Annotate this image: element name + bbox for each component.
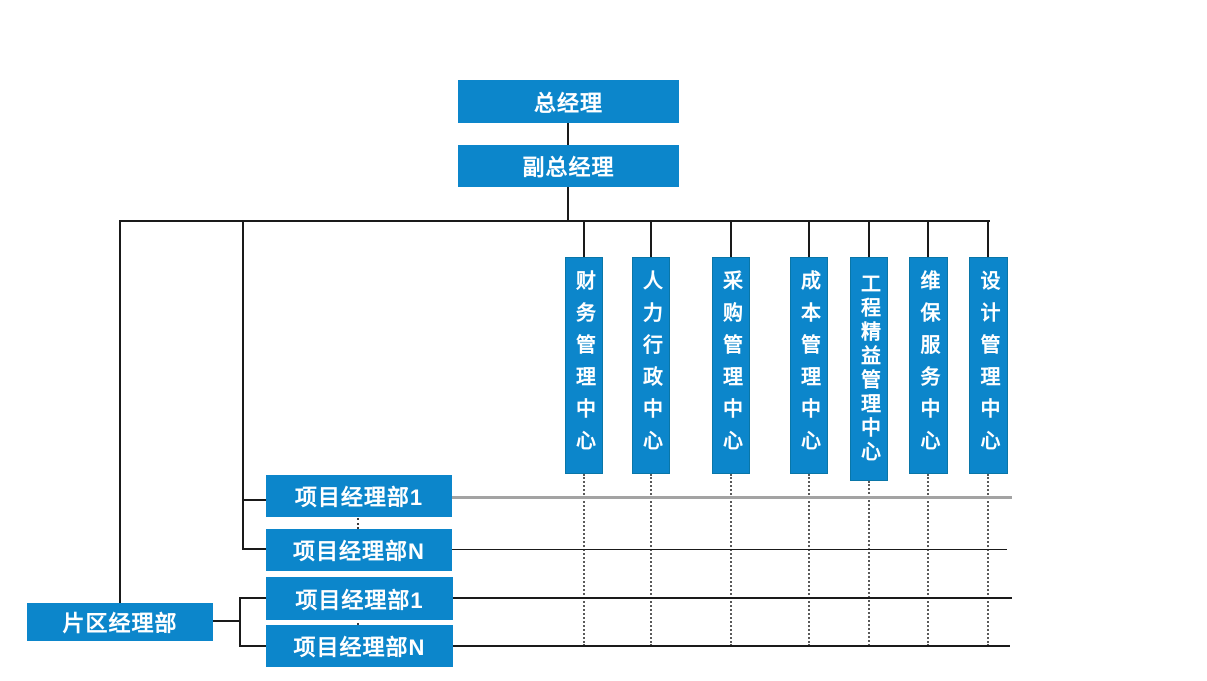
dotted-line-finance — [583, 474, 585, 646]
dotted-line-cost — [808, 474, 810, 646]
stub-center-hr — [650, 222, 652, 257]
stub-center-design — [987, 222, 989, 257]
matrix-line-lower-project-n — [453, 645, 1010, 647]
connector-dgm-to-rail — [567, 187, 569, 220]
stub-lower-project-1 — [239, 597, 266, 599]
connector-gm-to-dgm — [567, 123, 569, 145]
stub-center-procurement — [730, 222, 732, 257]
district-branch-line — [213, 620, 240, 622]
stub-center-lean — [868, 222, 870, 257]
stub-center-maintenance — [927, 222, 929, 257]
node-center-maintenance-service[interactable]: 维保服务中心 — [909, 257, 948, 474]
dotted-line-lean — [868, 481, 870, 646]
stub-center-finance — [583, 222, 585, 257]
node-district-manager-dept[interactable]: 片区经理部 — [27, 603, 213, 641]
stub-center-cost — [808, 222, 810, 257]
node-deputy-general-manager[interactable]: 副总经理 — [458, 145, 679, 187]
drop-line-upper-projects — [242, 220, 244, 550]
node-center-design[interactable]: 设计管理中心 — [969, 257, 1008, 474]
stub-upper-project-n — [242, 548, 266, 550]
node-center-cost[interactable]: 成本管理中心 — [790, 257, 828, 474]
node-lower-project-dept-1[interactable]: 项目经理部1 — [266, 577, 453, 620]
matrix-line-upper-project-n — [452, 549, 1007, 550]
matrix-line-lower-project-1 — [453, 597, 1012, 599]
ellipsis-lower-projects — [357, 618, 359, 625]
node-general-manager[interactable]: 总经理 — [458, 80, 679, 123]
node-upper-project-dept-1[interactable]: 项目经理部1 — [266, 475, 452, 517]
drop-line-lower-projects — [239, 597, 241, 647]
dotted-line-hr — [650, 474, 652, 646]
dotted-line-design — [987, 474, 989, 646]
node-lower-project-dept-n[interactable]: 项目经理部N — [266, 625, 453, 667]
ellipsis-upper-projects — [357, 518, 359, 529]
node-center-finance[interactable]: 财务管理中心 — [565, 257, 603, 474]
stub-upper-project-1 — [242, 499, 266, 501]
stub-lower-project-n — [239, 645, 266, 647]
node-center-hr-admin[interactable]: 人力行政中心 — [632, 257, 670, 474]
dotted-line-procurement — [730, 474, 732, 646]
node-center-engineering-lean[interactable]: 工程精益管理中心 — [850, 257, 888, 481]
main-rail-line — [119, 220, 990, 222]
drop-line-district — [119, 220, 121, 603]
dotted-line-maintenance — [927, 474, 929, 646]
node-upper-project-dept-n[interactable]: 项目经理部N — [266, 529, 452, 571]
matrix-line-upper-project-1 — [452, 496, 1012, 499]
node-center-procurement[interactable]: 采购管理中心 — [712, 257, 750, 474]
